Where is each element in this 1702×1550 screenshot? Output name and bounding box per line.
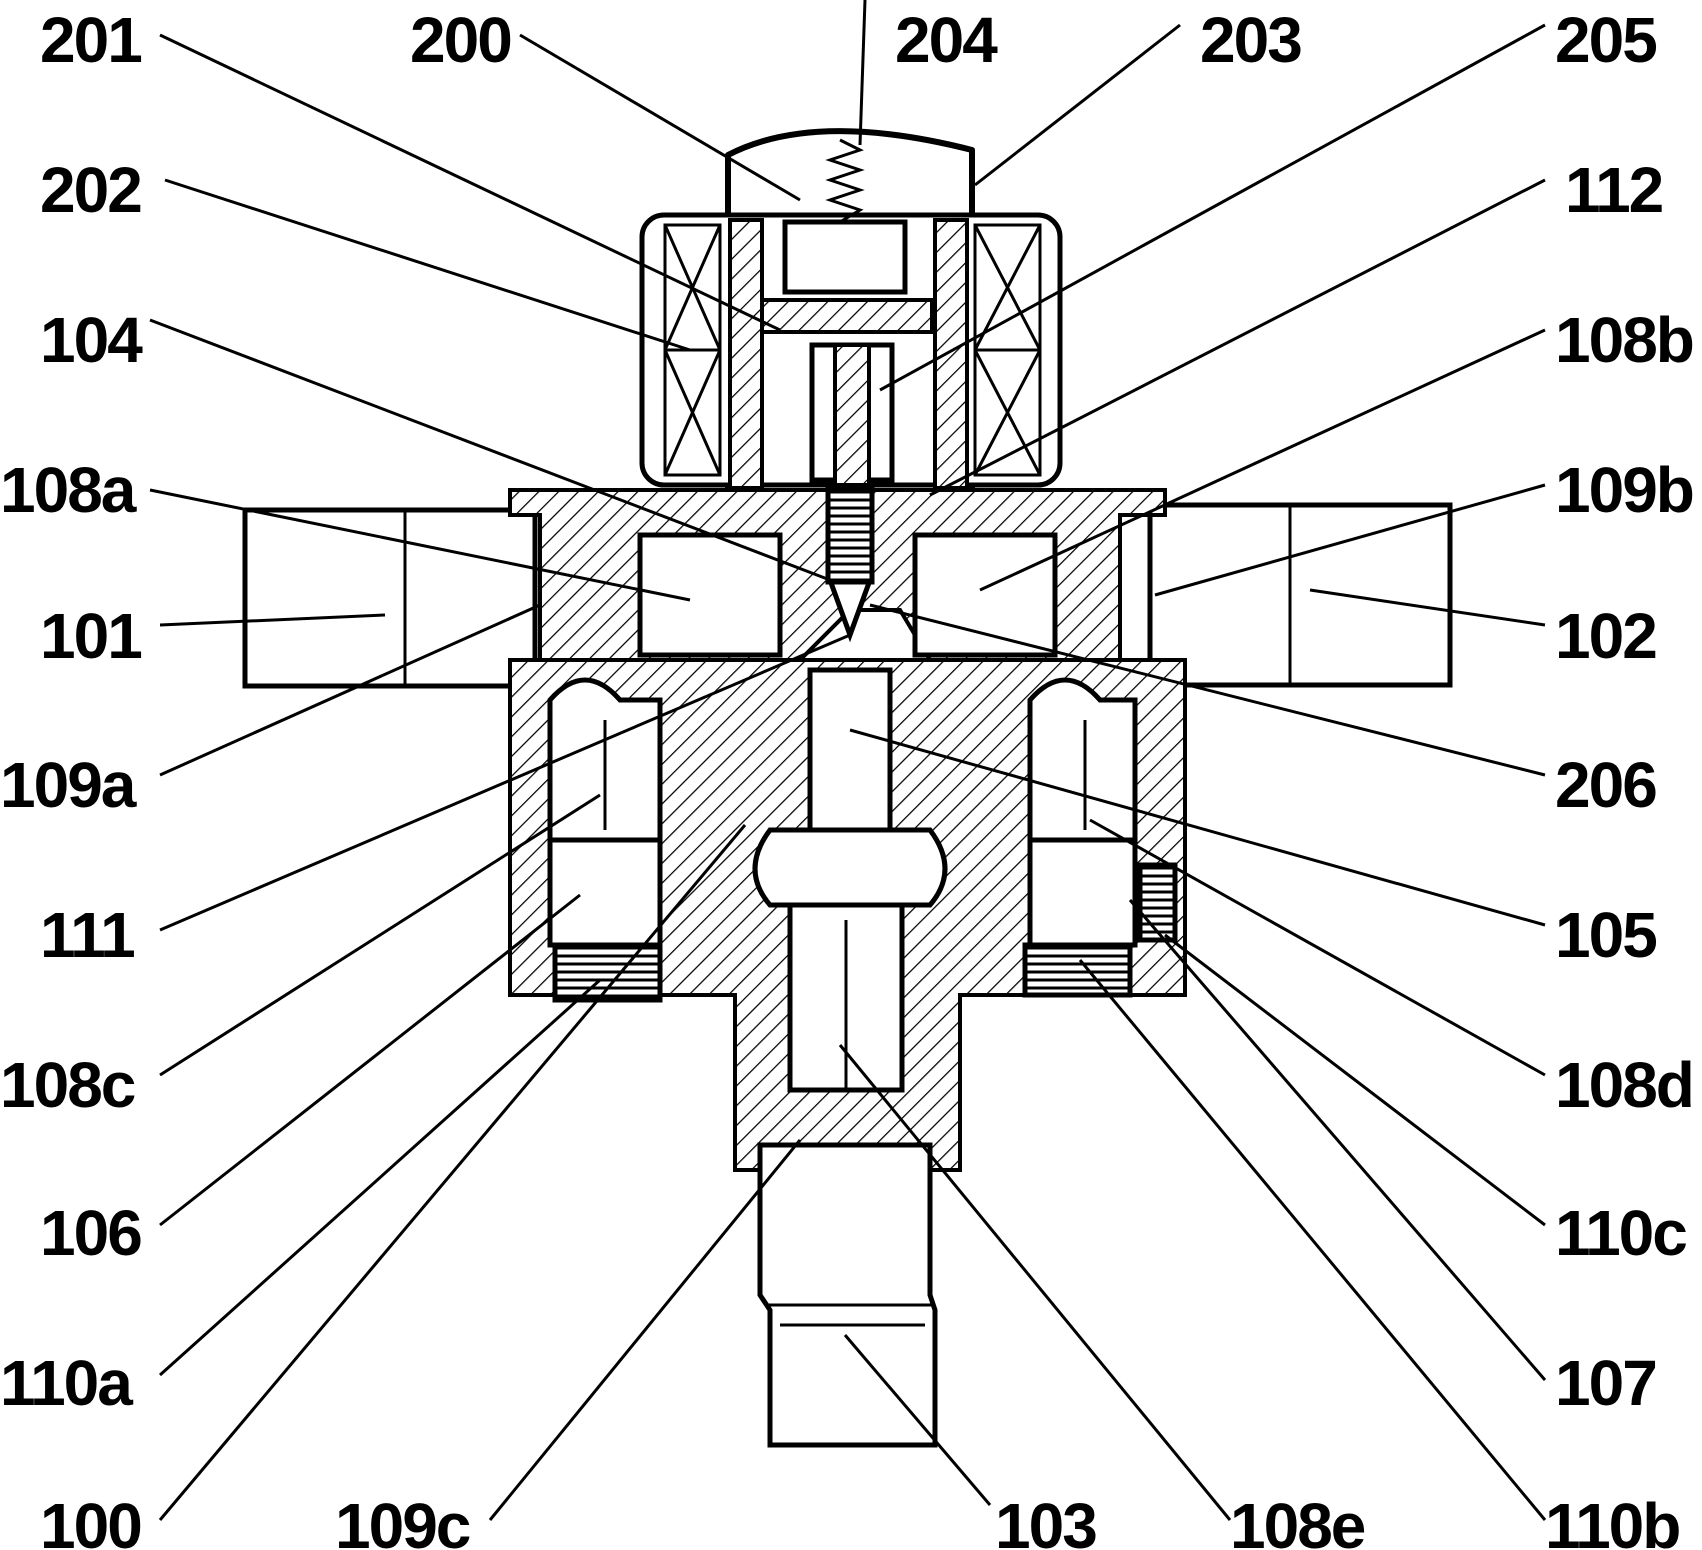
label-107: 107 bbox=[1555, 1347, 1656, 1419]
coil-assembly bbox=[639, 128, 1063, 503]
label-110a: 110a bbox=[0, 1347, 133, 1419]
check-valve-108d bbox=[1027, 677, 1138, 843]
needle-rod bbox=[833, 343, 871, 487]
label-108c: 108c bbox=[0, 1049, 135, 1121]
label-108e: 108e bbox=[1230, 1490, 1365, 1550]
check-cavity-right bbox=[912, 532, 1058, 658]
sleeve-right bbox=[933, 218, 969, 490]
label-106: 106 bbox=[40, 1197, 141, 1269]
check-valve-106 bbox=[547, 837, 663, 948]
bottom-tube bbox=[757, 1142, 938, 1448]
coil-winding-left-lower bbox=[663, 348, 722, 477]
label-202: 202 bbox=[40, 154, 141, 226]
thread-110a bbox=[552, 942, 663, 1003]
label-103: 103 bbox=[995, 1490, 1096, 1550]
outlet-tube-bottom bbox=[757, 1142, 938, 1448]
label-109b: 109b bbox=[1555, 454, 1693, 526]
label-109c: 109c bbox=[335, 1490, 470, 1550]
label-104: 104 bbox=[40, 304, 143, 376]
label-204: 204 bbox=[895, 4, 998, 76]
stop-plate bbox=[760, 298, 934, 334]
label-100: 100 bbox=[40, 1490, 141, 1550]
outlet-tube-right bbox=[1147, 502, 1453, 688]
leader-lines bbox=[149, 0, 1547, 1521]
label-101: 101 bbox=[40, 600, 141, 672]
central-bore-105 bbox=[807, 667, 893, 833]
label-205: 205 bbox=[1555, 4, 1656, 76]
label-206: 206 bbox=[1555, 749, 1656, 821]
check-valve-107 bbox=[1027, 837, 1138, 948]
sleeve-left bbox=[728, 218, 764, 490]
reference-labels: 201 200 204 203 205 202 112 104 108b 108… bbox=[0, 4, 1695, 1550]
label-108d: 108d bbox=[1555, 1049, 1693, 1121]
coil-winding-right-lower bbox=[973, 348, 1042, 477]
label-108b: 108b bbox=[1555, 304, 1693, 376]
armature-cap bbox=[725, 128, 975, 503]
label-110c: 110c bbox=[1555, 1197, 1686, 1269]
label-110b: 110b bbox=[1545, 1490, 1679, 1550]
label-102: 102 bbox=[1555, 600, 1656, 672]
label-109a: 109a bbox=[0, 749, 137, 821]
inlet-tube-left bbox=[242, 507, 538, 689]
thread-110b bbox=[1022, 942, 1133, 998]
central-chamber bbox=[752, 827, 948, 908]
label-105: 105 bbox=[1555, 899, 1656, 971]
valve-body bbox=[508, 487, 1187, 1172]
spring-204 bbox=[825, 138, 865, 224]
plunger-head bbox=[782, 219, 908, 295]
needle-spring-112 bbox=[825, 487, 875, 585]
label-111: 111 bbox=[40, 899, 134, 971]
label-201: 201 bbox=[40, 4, 141, 76]
label-200: 200 bbox=[410, 4, 511, 76]
label-112: 112 bbox=[1565, 154, 1663, 226]
seal-110c bbox=[1137, 862, 1178, 943]
label-108a: 108a bbox=[0, 454, 137, 526]
label-203: 203 bbox=[1200, 4, 1301, 76]
